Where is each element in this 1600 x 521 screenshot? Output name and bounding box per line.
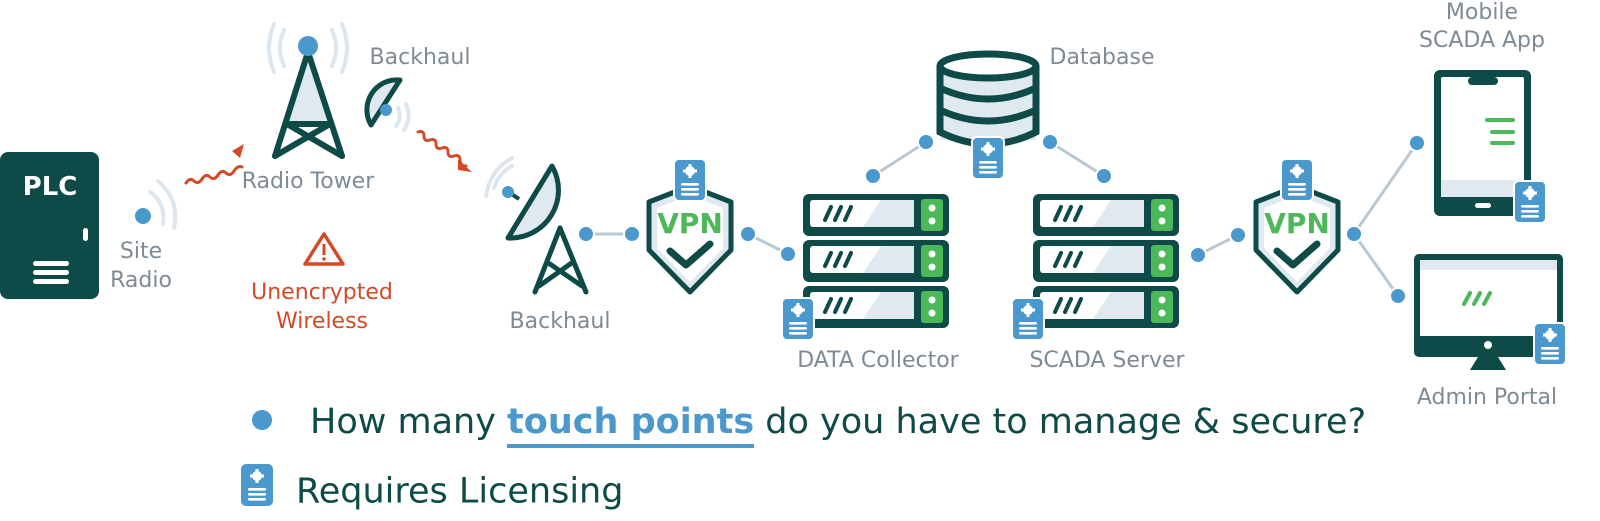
signal-waves-icon	[148, 190, 166, 226]
admin-portal-node: Admin Portal	[1389, 254, 1567, 410]
connector-db-scada	[1049, 140, 1105, 178]
backhaul-top-label: Backhaul	[370, 45, 471, 70]
scada-server-node: SCADA Server	[1011, 167, 1207, 373]
license-badge-icon	[971, 136, 1005, 180]
legend-touch-points-suffix: do you have to manage & secure?	[754, 402, 1367, 442]
site-radio-node: Site Radio	[110, 179, 178, 293]
touch-point-scada-top	[1095, 167, 1113, 185]
touch-point-vpn-right-out	[1345, 225, 1363, 243]
mobile-app-label-1: Mobile	[1446, 0, 1518, 25]
vpn-left-label: VPN	[657, 207, 723, 240]
license-badge-icon	[1011, 297, 1045, 341]
connector-vpn-admin	[1352, 233, 1400, 297]
warning-label-2: Wireless	[276, 309, 368, 334]
touch-point-vpn-left-in	[623, 225, 641, 243]
legend-touch-points-highlight: touch points	[507, 402, 755, 448]
tower-icon	[287, 52, 330, 126]
warning-triangle-icon	[303, 232, 345, 266]
license-badge-icon	[1513, 180, 1547, 224]
database-icon	[936, 50, 1040, 148]
checkmark-icon	[1273, 240, 1321, 269]
touch-point-collector-top	[864, 167, 882, 185]
license-badge-icon	[1533, 322, 1567, 366]
database-label: Database	[1050, 45, 1155, 70]
data-collector-node: DATA Collector	[779, 167, 960, 373]
plc-node: PLC	[0, 152, 99, 299]
smartphone-icon	[1434, 70, 1531, 216]
server-rack-icon	[801, 192, 951, 330]
touch-point-db-left	[917, 133, 935, 151]
monitor-icon	[1414, 254, 1563, 370]
mobile-app-node: Mobile SCADA App	[1408, 0, 1547, 224]
scada-server-label: SCADA Server	[1029, 348, 1185, 373]
database-node: Database	[917, 45, 1155, 180]
radio-tower-node: Radio Tower	[242, 22, 376, 194]
connector-db-collector	[872, 140, 927, 178]
warning-label-1: Unencrypted	[251, 280, 393, 305]
site-radio-label-1: Site	[120, 239, 162, 264]
touch-point-collector-left	[779, 245, 797, 263]
unencrypted-link-arrow-icon	[416, 130, 472, 172]
data-collector-label: DATA Collector	[797, 348, 959, 373]
touch-point-icon	[252, 410, 272, 430]
license-badge-icon	[240, 463, 274, 516]
touch-point-radio-tower	[298, 36, 318, 56]
touch-point-db-right	[1041, 133, 1059, 151]
radio-tower-label: Radio Tower	[242, 169, 376, 194]
touch-point-mobile	[1408, 134, 1426, 152]
plc-cabinet-icon	[0, 152, 99, 299]
touch-point-backhaul-top	[380, 104, 392, 116]
satellite-dish-icon	[364, 77, 403, 128]
unencrypted-link-arrow-icon	[184, 144, 244, 185]
touch-point-vpn-right-in	[1229, 226, 1247, 244]
touch-point-backhaul-dish	[502, 186, 514, 198]
legend-licensing-label: Requires Licensing	[296, 471, 624, 512]
server-rack-icon	[1031, 192, 1181, 330]
connector-vpn-mobile	[1352, 142, 1419, 235]
legend-touch-points-prefix: How many	[310, 402, 508, 442]
signal-waves-icon	[267, 22, 349, 74]
vpn-right-node: VPN	[1229, 158, 1363, 295]
backhaul-dish-label: Backhaul	[510, 309, 611, 334]
legend-licensing: Requires Licensing	[240, 463, 624, 519]
unencrypted-warning: Unencrypted Wireless	[251, 232, 393, 334]
site-radio-label-2: Radio	[110, 268, 172, 293]
touch-point-scada-right	[1189, 246, 1207, 264]
license-badge-icon	[673, 158, 707, 202]
touch-point-backhaul-out	[577, 225, 595, 243]
admin-portal-label: Admin Portal	[1417, 385, 1557, 410]
license-badge-icon	[781, 297, 815, 341]
checkmark-icon	[666, 240, 714, 269]
plc-label: PLC	[23, 172, 78, 202]
vpn-right-label: VPN	[1264, 207, 1330, 240]
touch-point-admin	[1389, 287, 1407, 305]
touch-point-vpn-left-out	[739, 225, 757, 243]
backhaul-top-node: Backhaul	[364, 45, 471, 132]
license-badge-icon	[1280, 158, 1314, 202]
mobile-app-label-2: SCADA App	[1419, 28, 1545, 53]
backhaul-dish-node: Backhaul	[484, 156, 611, 334]
touch-point-site-radio	[133, 206, 153, 226]
vpn-left-node: VPN	[623, 158, 757, 295]
legend-touch-points: How many touch points do you have to man…	[240, 402, 1367, 448]
